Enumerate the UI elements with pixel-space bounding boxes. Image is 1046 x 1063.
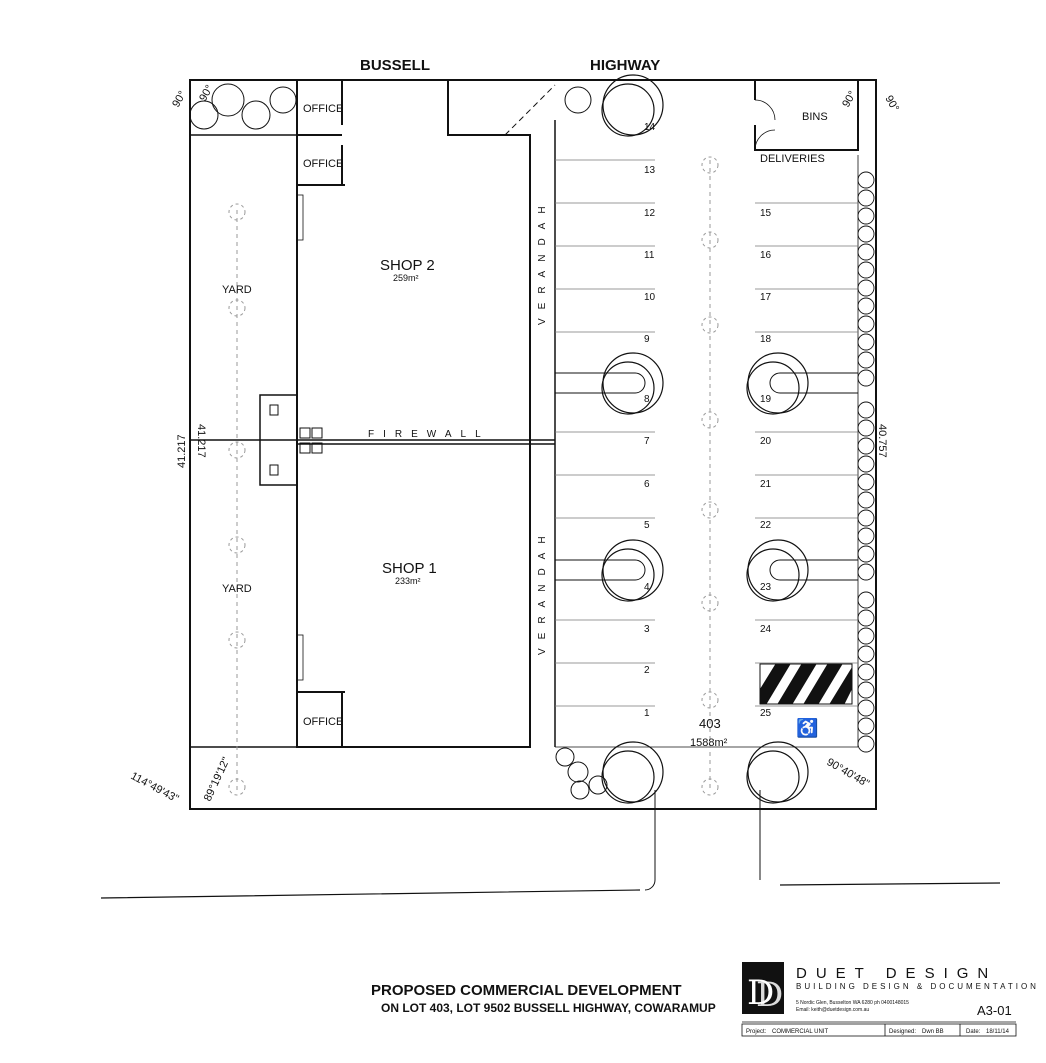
bay-number: 19 — [760, 394, 772, 405]
dim-right: 40.757 — [876, 424, 888, 458]
office-bottom-label: OFFICE — [303, 716, 343, 728]
bay-number: 22 — [760, 520, 772, 531]
bay-number: 2 — [644, 665, 650, 676]
accessible-parking-icon: ♿ — [796, 717, 818, 738]
hatched-shared-area — [759, 663, 853, 705]
firewall-label: FIREWALL — [368, 429, 490, 440]
designed-label: Designed: — [889, 1029, 916, 1035]
bay-number: 18 — [760, 334, 772, 345]
road-label-left: BUSSELL — [360, 57, 430, 74]
bins-label: BINS — [802, 111, 828, 123]
bay-number: 23 — [760, 582, 772, 593]
bay-number: 8 — [644, 394, 650, 405]
angle-top-right-inner: 90° — [840, 89, 859, 109]
bay-number: 6 — [644, 479, 650, 490]
tree-large — [601, 74, 809, 804]
bay-number: 3 — [644, 624, 650, 635]
bay-number: 10 — [644, 292, 656, 303]
drawing-subtitle: ON LOT 403, LOT 9502 BUSSELL HIGHWAY, CO… — [381, 1001, 716, 1015]
bay-number: 24 — [760, 624, 772, 635]
office-bottom-walls — [297, 691, 345, 747]
angle-top-left: 90° — [170, 89, 189, 109]
designed-value: Dwn BB — [922, 1029, 944, 1035]
bay-number: 11 — [644, 250, 655, 261]
parking-bays-right — [755, 202, 858, 707]
bay-number: 5 — [644, 520, 650, 531]
parking-bays-left — [555, 159, 655, 707]
bay-number: 16 — [760, 250, 772, 261]
yard-top-label: YARD — [222, 284, 252, 296]
bay-number: 9 — [644, 334, 650, 345]
bay-number: 13 — [644, 165, 656, 176]
office-top-label: OFFICE — [303, 103, 343, 115]
bins-enclosure — [754, 80, 859, 151]
bay-number: 4 — [644, 582, 650, 593]
angle-top-right: 90° — [882, 94, 901, 114]
parking-numbers-right: 15 16 17 18 19 20 21 22 23 24 25 — [760, 208, 772, 719]
lot-area: 1588m² — [690, 737, 728, 749]
dim-left-outer: 41.217 — [176, 434, 188, 468]
bay-number: 21 — [760, 479, 772, 490]
building-outline — [296, 80, 531, 748]
duet-design-logo: D D — [742, 962, 784, 1015]
office-top-walls — [297, 80, 343, 136]
bay-number: 12 — [644, 208, 656, 219]
brand-tagline: BUILDING DESIGN & DOCUMENTATION — [796, 982, 1039, 991]
bay-number: 25 — [760, 708, 772, 719]
shrubs-top-left — [189, 83, 592, 130]
road-label-right: HIGHWAY — [590, 57, 660, 74]
office-mid-label: OFFICE — [303, 158, 343, 170]
office-mid-walls — [297, 145, 345, 186]
shop-2-name: SHOP 2 — [380, 257, 435, 274]
bay-number: 17 — [760, 292, 772, 303]
yard-bottom-label: YARD — [222, 583, 252, 595]
bay-number: 15 — [760, 208, 772, 219]
drawing-title: PROPOSED COMMERCIAL DEVELOPMENT — [371, 982, 682, 999]
project-value: COMMERCIAL UNIT — [772, 1029, 828, 1035]
parking-numbers-left: 14 13 12 11 10 9 8 7 6 5 4 3 2 1 — [644, 122, 656, 719]
sheet-number: A3-01 — [977, 1003, 1012, 1018]
brand-name: DUET DESIGN — [796, 965, 997, 982]
brand-address: 5 Nordic Glen, Busselton WA 6280 ph 0400… — [796, 1000, 909, 1006]
bearing-bottom-right: 90°40'48" — [825, 756, 872, 790]
bay-number: 7 — [644, 436, 650, 447]
lot-number: 403 — [699, 716, 721, 731]
project-label: Project: — [746, 1029, 767, 1035]
shop-2-area: 259m² — [393, 273, 419, 283]
bearing-bottom-left: 89°19'12" — [202, 755, 233, 803]
verandah-label-bottom: VERANDAH — [537, 527, 548, 655]
date-label: Date: — [966, 1029, 981, 1035]
shop-1-name: SHOP 1 — [382, 560, 437, 577]
hedge-right — [857, 171, 875, 753]
bearing-left: 114°49'43" — [129, 770, 181, 805]
bay-number: 1 — [644, 708, 650, 719]
bay-number: 20 — [760, 436, 772, 447]
shrubs-bottom-left — [555, 747, 608, 800]
deliveries-label: DELIVERIES — [760, 153, 825, 165]
svg-text:D: D — [747, 973, 774, 1013]
svg-text:D: D — [756, 975, 783, 1015]
shop-1-area: 233m² — [395, 576, 421, 586]
bay-number: 14 — [644, 122, 656, 133]
verandah-label-top: VERANDAH — [537, 197, 548, 325]
date-value: 18/11/14 — [986, 1029, 1010, 1035]
angle-top-left-inner: 90° — [197, 83, 216, 103]
dim-left-inner: 41.217 — [195, 424, 207, 458]
brand-email: Email: keith@duetdesign.com.au — [796, 1007, 869, 1013]
